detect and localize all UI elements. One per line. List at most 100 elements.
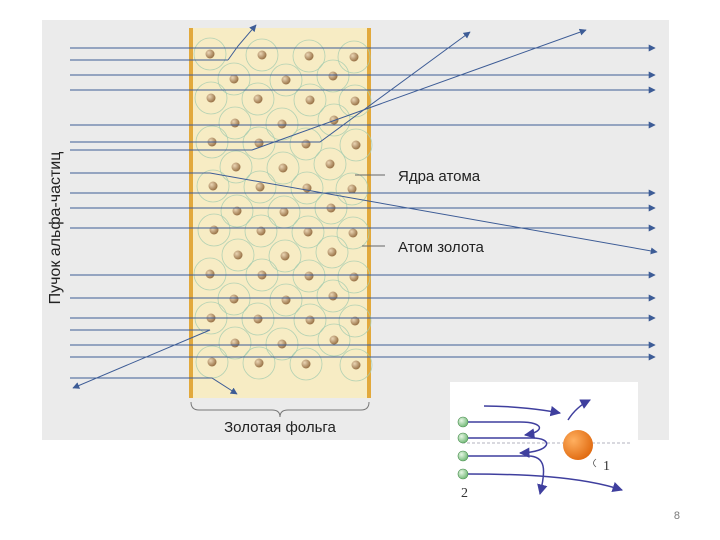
inset-label-1: 1 <box>603 459 610 474</box>
inset-trajectory <box>468 455 548 496</box>
deflected-trajectory <box>70 377 238 395</box>
beam-label: Пучок альфа-частиц <box>47 152 64 305</box>
atom-nucleus <box>254 358 264 368</box>
atom-ring <box>218 106 252 140</box>
inset-nucleus <box>563 430 593 460</box>
atom-ring <box>315 235 349 269</box>
atom-nucleus <box>277 339 287 349</box>
atom-ring <box>217 282 251 316</box>
atom-nucleus <box>349 52 359 62</box>
atom-nucleus <box>281 295 291 305</box>
atom-nucleus <box>348 228 358 238</box>
atom-nucleus <box>254 138 264 148</box>
slide-number: 8 <box>673 510 680 522</box>
alpha-particle <box>457 450 469 462</box>
atom-nucleus <box>205 49 215 59</box>
atom-nucleus <box>229 294 239 304</box>
atom-ring <box>292 39 326 73</box>
atom-nucleus <box>325 159 335 169</box>
atom-nucleus <box>232 206 242 216</box>
atom-nucleus <box>253 314 263 324</box>
atom-ring <box>338 304 372 338</box>
atom-ring <box>265 107 299 141</box>
atom-ring <box>337 40 371 74</box>
atom-nucleus <box>233 250 243 260</box>
atom-ring <box>219 150 253 184</box>
atom-nucleus <box>327 247 337 257</box>
atom-nucleus <box>305 315 315 325</box>
atom-ring <box>335 172 369 206</box>
atom-nucleus <box>277 119 287 129</box>
deflected-trajectory <box>70 329 211 389</box>
atom-nucleus <box>329 335 339 345</box>
inset-pointer <box>593 458 597 468</box>
inset-label-2: 2 <box>461 486 468 501</box>
atom-nucleus <box>304 51 314 61</box>
atom-nucleus <box>349 272 359 282</box>
gold-atoms <box>193 37 373 382</box>
atom-ring <box>194 81 228 115</box>
alpha-particle <box>457 468 469 480</box>
atom-nucleus <box>328 291 338 301</box>
atom-ring <box>316 59 350 93</box>
atom-ring <box>265 327 299 361</box>
atom-ring <box>292 259 326 293</box>
atom-nucleus <box>230 338 240 348</box>
atom-ring <box>241 82 275 116</box>
atom-ring <box>244 214 278 248</box>
atom-ring <box>291 215 325 249</box>
atom-ring <box>337 260 371 294</box>
atom-nucleus <box>209 225 219 235</box>
scattering-inset: 1 2 <box>450 382 638 504</box>
atom-nucleus <box>278 163 288 173</box>
inset-trajectory <box>483 405 562 417</box>
inset-trajectory <box>468 421 541 439</box>
inset-trajectory <box>467 473 623 492</box>
atom-ring <box>290 171 324 205</box>
atom-nucleus <box>329 115 339 125</box>
gold-foil-label: Золотая фольга <box>224 419 336 436</box>
atom-ring <box>293 303 327 337</box>
atom-ring <box>336 216 370 250</box>
foil-left-edge <box>189 28 193 398</box>
atom-nucleus <box>305 95 315 105</box>
atom-ring <box>313 147 347 181</box>
atom-ring <box>193 257 227 291</box>
atom-ring <box>242 126 276 160</box>
alpha-particle <box>457 416 469 428</box>
atom-nucleus <box>350 96 360 106</box>
atom-ring <box>289 127 323 161</box>
alpha-beam <box>70 24 658 395</box>
atom-ring <box>317 323 351 357</box>
atom-nucleus <box>207 357 217 367</box>
atom-nucleus <box>229 74 239 84</box>
deflected-trajectory <box>70 28 587 151</box>
atom-nucleus <box>301 359 311 369</box>
atom-ring <box>242 346 276 380</box>
inset-trajectory <box>468 437 548 458</box>
inset-trajectory <box>567 399 591 421</box>
atom-ring <box>217 62 251 96</box>
foil-bracket <box>190 401 370 418</box>
atom-nucleus <box>281 75 291 85</box>
atom-nucleus <box>351 360 361 370</box>
alpha-particle <box>457 432 469 444</box>
atom-nucleus <box>279 207 289 217</box>
atom-ring <box>338 84 372 118</box>
nuclei-label: Ядра атома <box>398 168 481 185</box>
atom-ring <box>266 151 300 185</box>
atom-ring <box>269 283 303 317</box>
deflected-trajectory <box>70 172 658 255</box>
atom-nucleus <box>257 50 267 60</box>
atom-ring <box>339 128 373 162</box>
atom-nucleus <box>255 182 265 192</box>
gold-atom-label: Атом золота <box>398 239 485 256</box>
atom-nucleus <box>304 271 314 281</box>
atom-nucleus <box>303 227 313 237</box>
atom-ring <box>269 63 303 97</box>
foil-right-edge <box>367 28 371 398</box>
atom-nucleus <box>205 269 215 279</box>
deflected-trajectory <box>227 24 257 61</box>
atom-nucleus <box>206 93 216 103</box>
